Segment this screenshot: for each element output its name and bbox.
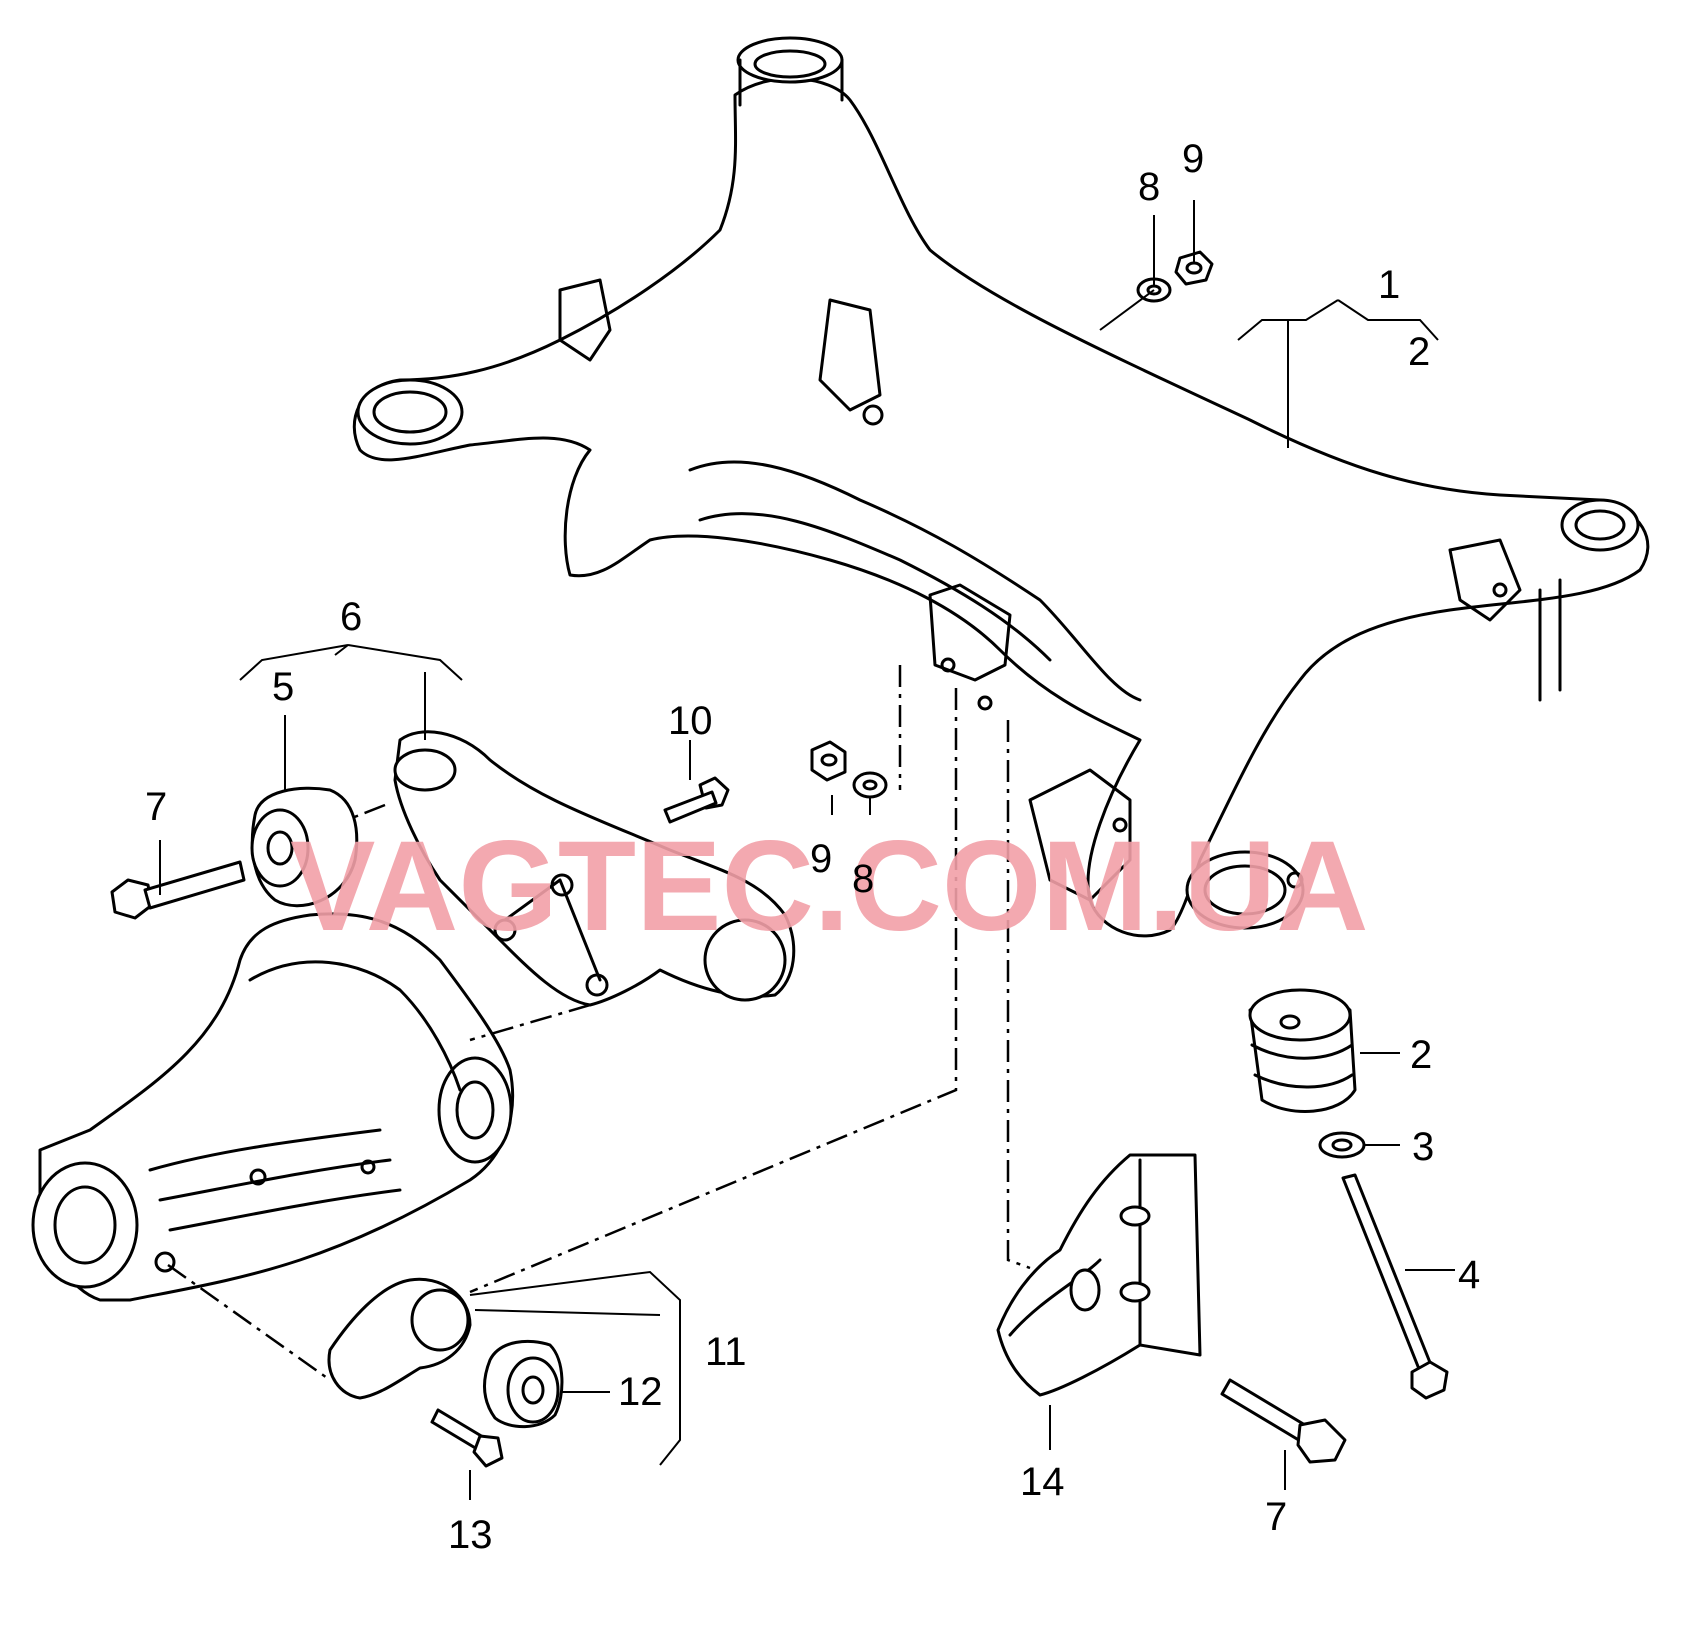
differential-housing [31,912,515,1302]
callout-8-mid: 8 [852,857,874,901]
bushing-part-12 [483,1339,564,1429]
callout-10: 10 [668,699,713,743]
bracket-part-6 [393,730,796,1007]
callout-9-top: 9 [1182,137,1204,181]
bolt-part-7-left [110,860,246,920]
leader-lines [159,200,1455,1500]
callout-9-mid: 9 [810,837,832,881]
watermark: VAGTEC.COM.UA [290,815,1369,958]
callout-2-top: 2 [1408,330,1430,374]
callout-4: 4 [1458,1253,1480,1297]
bolt-part-10 [663,776,730,824]
callout-6: 6 [340,595,362,639]
callout-5: 5 [272,665,294,709]
bolt-part-4 [1341,1173,1449,1400]
bolt-part-13 [430,1408,504,1468]
callout-13: 13 [448,1513,493,1557]
callout-11: 11 [705,1330,747,1374]
bushing-part-5 [250,786,359,908]
callout-2: 2 [1410,1033,1432,1077]
callout-labels: 1 2 8 9 6 5 7 10 9 8 2 3 4 11 12 13 14 7 [145,137,1480,1557]
heat-shield-part-14 [996,1153,1202,1397]
subframe-part-1 [352,36,1650,938]
assembly-lines [167,665,1031,1382]
washer-part-3 [1318,1131,1366,1159]
bracket-part-11 [327,1277,472,1400]
washer-nut-mid [810,740,888,799]
callout-1: 1 [1378,263,1400,307]
callout-7-right: 7 [1265,1495,1287,1539]
bushing-part-2 [1248,988,1357,1113]
callout-3: 3 [1412,1125,1434,1169]
callout-7-left: 7 [145,785,167,829]
bolt-part-7-right [1220,1378,1347,1464]
callout-12: 12 [618,1370,663,1414]
callout-14: 14 [1020,1460,1065,1504]
callout-8-top: 8 [1138,165,1160,209]
